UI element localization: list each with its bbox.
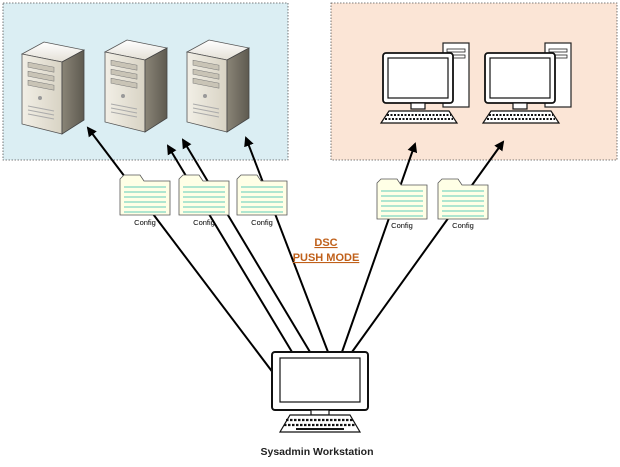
server-icon [21, 41, 85, 135]
config-label: Config [193, 218, 215, 227]
config-folder-1: Config [119, 174, 171, 227]
server-icon [104, 39, 168, 133]
config-folder-icon [119, 174, 171, 216]
client-group-panel [330, 2, 618, 161]
config-folder-2: Config [178, 174, 230, 227]
workstation-label: Sysadmin Workstation [261, 446, 374, 458]
config-label: Config [251, 218, 273, 227]
push-connections [86, 126, 505, 379]
diagram-title-line1: DSC [314, 237, 337, 249]
config-folder-5: Config [437, 178, 489, 230]
config-label: Config [134, 218, 156, 227]
config-folder-icon [178, 174, 230, 216]
config-label: Config [452, 221, 474, 230]
config-folder-4: Config [376, 178, 428, 230]
server-icon [186, 39, 250, 133]
config-label: Config [391, 221, 413, 230]
config-folder-icon [376, 178, 428, 220]
workstation-icon [271, 351, 369, 433]
diagram-title-line2: PUSH MODE [293, 252, 360, 264]
config-folder-3: Config [236, 174, 288, 227]
config-folder-icon [437, 178, 489, 220]
config-folder-icon [236, 174, 288, 216]
